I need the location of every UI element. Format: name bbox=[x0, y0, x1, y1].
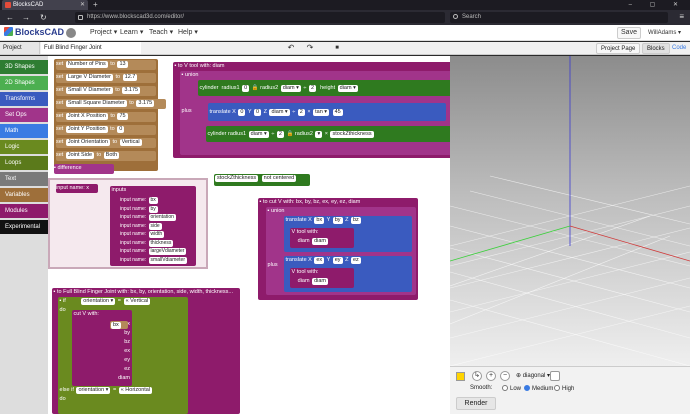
cylinder-block-1[interactable]: cylinder radius1 0 🔒 radius2 diam ▾ ÷ 2 … bbox=[198, 80, 450, 96]
set-small-v-diameter[interactable]: set Small V Diameter to 3.175 bbox=[56, 86, 156, 96]
category-logic[interactable]: Logic bbox=[0, 140, 48, 154]
category-modules[interactable]: Modules bbox=[0, 204, 48, 218]
app-header: BlocksCAD Project ▾ Learn ▾ Teach ▾ Help… bbox=[0, 25, 690, 41]
language-globe-icon[interactable] bbox=[66, 28, 76, 38]
browser-tab-bar: BlocksCAD ✕ + – ▢ ✕ bbox=[0, 0, 690, 10]
user-menu[interactable]: WillAdams ▾ bbox=[648, 30, 682, 36]
inputs-mutator-popup[interactable]: input name: x inputs input name: bx inpu… bbox=[48, 178, 208, 269]
input-item[interactable]: input name: width bbox=[120, 231, 165, 238]
favicon-icon bbox=[5, 2, 11, 8]
screenshot-icon[interactable] bbox=[550, 371, 560, 381]
window-controls[interactable]: – ▢ ✕ bbox=[628, 2, 686, 8]
input-item[interactable]: input name: orientation bbox=[120, 214, 176, 221]
input-name-block[interactable]: input name: x bbox=[56, 184, 98, 193]
tab-code[interactable]: Code bbox=[672, 45, 687, 51]
category-variables[interactable]: Variables bbox=[0, 188, 48, 202]
hamburger-menu-icon[interactable]: ≡ bbox=[679, 12, 684, 21]
v-tool-call-e[interactable]: V tool with: diam diam bbox=[290, 268, 354, 288]
render-button[interactable]: Render bbox=[456, 397, 496, 410]
set-joint-x-position[interactable]: set Joint X Position to 75 bbox=[56, 112, 156, 122]
delete-button[interactable]: ■ bbox=[335, 45, 339, 51]
cylinder-block-2[interactable]: cylinder radius1 diam ▾ ÷ 2 🔒 radius2 ▾ … bbox=[206, 126, 450, 142]
inputs-list: input name: bx input name: by input name… bbox=[120, 196, 194, 264]
menu-learn[interactable]: Learn ▾ bbox=[120, 29, 144, 36]
viewport-zoom-in-button[interactable]: + bbox=[486, 371, 496, 381]
forward-button[interactable]: → bbox=[22, 13, 30, 22]
set-large-v-diameter[interactable]: set Large V Diameter to 12.7 bbox=[56, 73, 156, 83]
back-button[interactable]: ← bbox=[6, 13, 14, 22]
url-text: https://www.blockscad3d.com/editor/ bbox=[87, 14, 185, 20]
color-picker[interactable] bbox=[456, 372, 465, 381]
3d-viewport[interactable] bbox=[450, 56, 690, 366]
set-small-square-diameter[interactable]: set Small Square Diameter to 3.175 bbox=[56, 99, 166, 109]
save-button[interactable]: Save bbox=[617, 27, 641, 39]
view-select[interactable]: ⊕ diagonal ▾ bbox=[516, 373, 551, 379]
category-math[interactable]: Math bbox=[0, 124, 48, 138]
reload-button[interactable]: ↻ bbox=[40, 13, 47, 22]
logo-cube-icon bbox=[4, 27, 13, 36]
input-item[interactable]: input name: side bbox=[120, 222, 162, 230]
input-item[interactable]: input name: smallVdiameter bbox=[120, 256, 187, 264]
translate-block-1[interactable]: translate X 0 Y 0 Z diam ▾ ÷ 2 × tan ▾ 4… bbox=[208, 103, 446, 121]
project-page-button[interactable]: Project Page bbox=[596, 43, 641, 54]
close-tab-icon[interactable]: ✕ bbox=[79, 2, 85, 8]
viewport-zoom-out-button[interactable]: − bbox=[500, 371, 510, 381]
app-logo[interactable]: BlocksCAD bbox=[4, 27, 64, 37]
menu-teach[interactable]: Teach ▾ bbox=[149, 29, 174, 36]
redo-button[interactable]: ↷ bbox=[306, 43, 314, 52]
category-transforms[interactable]: Transforms bbox=[0, 92, 48, 106]
category-loops[interactable]: Loops bbox=[0, 156, 48, 170]
tab-blocks[interactable]: Blocks bbox=[642, 43, 670, 54]
set-joint-orientation[interactable]: set Joint Orientation to Vertical bbox=[56, 138, 156, 148]
blocks-workspace[interactable]: set Number of Pins to 13 set Large V Dia… bbox=[48, 56, 450, 414]
category-sidebar: 3D Shapes 2D Shapes Transforms Set Ops M… bbox=[0, 56, 48, 414]
url-bar[interactable]: https://www.blockscad3d.com/editor/ bbox=[75, 12, 445, 23]
menu-help[interactable]: Help ▾ bbox=[178, 29, 198, 36]
editor-toolbar: Project Name Full Blind Finger Joint ↶ ↷… bbox=[0, 42, 690, 63]
lock-icon[interactable]: 🔒 bbox=[251, 85, 259, 91]
smooth-option-medium[interactable]: Medium bbox=[524, 385, 553, 392]
viewport-controls: ↳ + − ⊕ diagonal ▾ Smooth: Low Medium Hi… bbox=[450, 366, 690, 414]
3d-grid bbox=[450, 56, 690, 366]
set-number-of-pins[interactable]: set Number of Pins to 13 bbox=[56, 60, 156, 70]
set-joint-side[interactable]: set Joint Side to Both bbox=[56, 151, 156, 161]
search-icon bbox=[453, 14, 458, 19]
category-2d-shapes[interactable]: 2D Shapes bbox=[0, 76, 48, 90]
else-if-block[interactable]: else if orientation ▾ = « Horizontal do bbox=[58, 386, 188, 402]
search-placeholder: Search bbox=[462, 14, 482, 20]
smooth-label: Smooth: bbox=[470, 385, 493, 391]
axes-toggle-button[interactable]: ↳ bbox=[472, 371, 482, 381]
bx-var-block[interactable]: bx bbox=[110, 321, 128, 329]
difference-block[interactable]: ▪ difference bbox=[54, 164, 114, 174]
smooth-option-high[interactable]: High bbox=[554, 385, 574, 392]
input-item[interactable]: input name: bx bbox=[120, 197, 158, 204]
menu-project[interactable]: Project ▾ bbox=[90, 29, 118, 36]
undo-button[interactable]: ↶ bbox=[287, 43, 295, 52]
browser-nav-bar: ← → ↻ https://www.blockscad3d.com/editor… bbox=[0, 10, 690, 25]
cut-v-param-labels: bx by bz ex ey ez diam bbox=[118, 321, 130, 381]
browser-tab[interactable]: BlocksCAD ✕ bbox=[2, 0, 88, 10]
new-tab-button[interactable]: + bbox=[93, 0, 98, 9]
lock-icon bbox=[78, 15, 83, 20]
smooth-option-low[interactable]: Low bbox=[502, 385, 521, 392]
set-joint-y-position[interactable]: set Joint Y Position to 0 bbox=[56, 125, 156, 135]
cylinder-tail[interactable]: stockZthickness not centered bbox=[214, 174, 310, 186]
project-name-label: Project Name bbox=[0, 42, 40, 63]
category-experimental[interactable]: Experimental bbox=[0, 220, 48, 234]
category-set-ops[interactable]: Set Ops bbox=[0, 108, 48, 122]
input-item[interactable]: input name: largeVdiameter bbox=[120, 248, 187, 255]
tab-title: BlocksCAD bbox=[13, 2, 44, 8]
category-text[interactable]: Text bbox=[0, 172, 48, 186]
input-item[interactable]: input name: thickness bbox=[120, 239, 174, 247]
search-input[interactable]: Search bbox=[450, 12, 668, 23]
category-3d-shapes[interactable]: 3D Shapes bbox=[0, 60, 48, 74]
v-tool-call-b[interactable]: V tool with: diam diam bbox=[290, 228, 354, 248]
project-name-input[interactable]: Full Blind Finger Joint bbox=[41, 42, 141, 54]
input-item[interactable]: input name: by bbox=[120, 205, 158, 213]
